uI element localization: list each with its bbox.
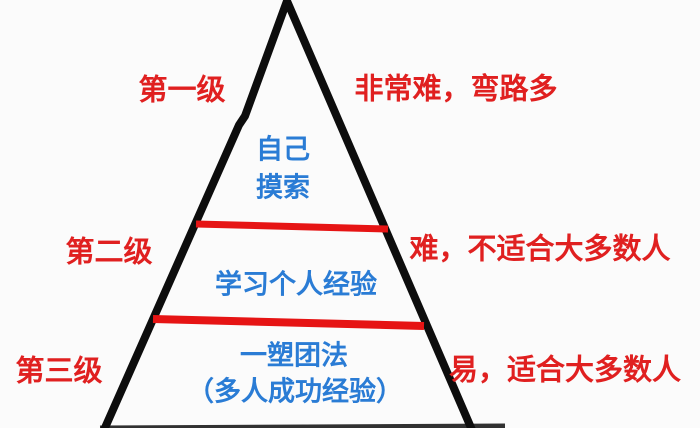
divider-line-2 [152, 315, 425, 330]
level-1-content-line-2: 摸索 [256, 172, 310, 203]
level-3-content-line-2: （多人成功经验） [187, 376, 403, 407]
level-3-label: 第三级 [15, 355, 103, 388]
pyramid-base-line [99, 423, 506, 428]
level-3-difficulty-label: 易，适合大多数人 [448, 354, 682, 387]
pyramid-outline [100, 0, 476, 428]
level-2-content-line-1: 学习个人经验 [215, 269, 377, 300]
level-3-content-line-1: 一塑团法 [240, 340, 348, 371]
divider-line-1 [195, 220, 389, 233]
level-2-label: 第二级 [65, 236, 153, 269]
level-1-content-line-1: 自己 [256, 134, 310, 165]
level-2-difficulty-label: 难，不适合大多数人 [409, 233, 671, 266]
level-1-label: 第一级 [138, 74, 226, 107]
level-1-difficulty-label: 非常难，弯路多 [354, 73, 558, 106]
